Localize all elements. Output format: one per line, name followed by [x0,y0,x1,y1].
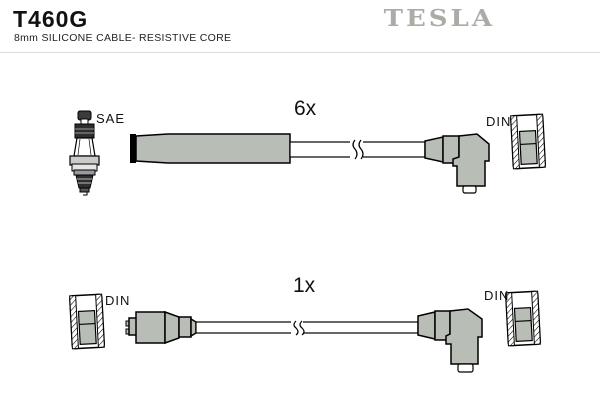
straight-boot-bottom [125,310,197,345]
din-terminal-icon [68,293,106,350]
quantity-label-bottom: 1x [293,274,316,297]
quantity-label-top: 6x [294,97,317,120]
part-number: T460G [13,6,89,32]
elbow-boot-bottom [417,308,483,373]
din-terminal-label: DIN [105,293,131,308]
tesla-logo: TESLA [383,6,495,33]
ignition-cable-top [289,139,426,160]
plug-boot-top [130,133,291,164]
header-divider [0,52,600,53]
elbow-boot-top [424,133,490,194]
din-terminal-label: DIN [484,288,510,303]
ignition-cable-bottom [195,320,419,336]
din-terminal-icon [504,290,542,347]
din-terminal-icon [509,113,547,170]
din-terminal-label: DIN [486,114,512,129]
product-description: 8mm SILICONE CABLE- RESISTIVE CORE [14,32,232,44]
sae-terminal-label: SAE [96,111,126,126]
spark-plug-icon [69,110,100,196]
